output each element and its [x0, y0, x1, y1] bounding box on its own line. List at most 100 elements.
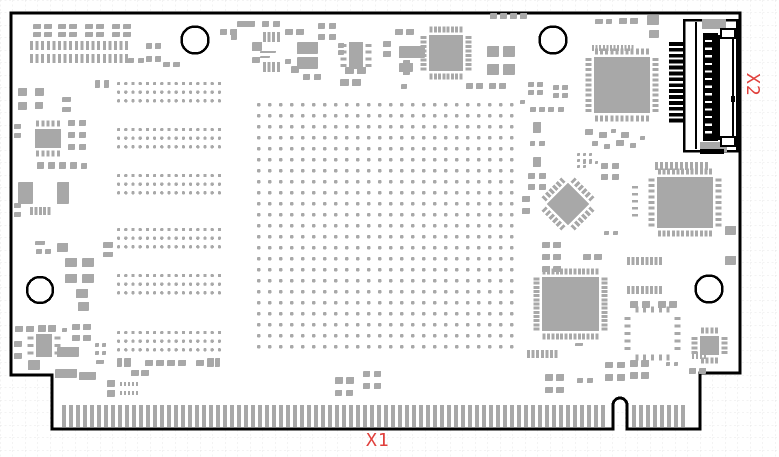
via-dot — [203, 236, 207, 240]
chip-pin — [340, 43, 347, 47]
component-pad — [231, 34, 237, 40]
via-dot — [257, 180, 261, 184]
via-dot — [488, 114, 492, 118]
via-dot — [117, 145, 121, 149]
via-dot — [174, 228, 178, 232]
via-dot — [138, 282, 142, 286]
via-dot — [301, 290, 305, 294]
via-dot — [117, 174, 121, 178]
via-dot — [444, 334, 448, 338]
via-dot — [345, 169, 349, 173]
via-dot — [181, 145, 185, 149]
via-dot — [389, 290, 393, 294]
connector-pin-tooth — [669, 83, 684, 88]
component-pad — [207, 358, 214, 367]
component-pad — [641, 360, 649, 367]
edge-finger — [370, 405, 374, 427]
pin-pad — [114, 54, 117, 63]
chip-pin — [545, 191, 552, 198]
via-dot — [466, 125, 470, 129]
pin-pad — [645, 286, 649, 294]
via-dot — [167, 236, 171, 240]
via-dot — [217, 99, 221, 103]
via-dot — [312, 345, 316, 349]
via-dot — [138, 348, 142, 352]
via-dot — [433, 224, 437, 228]
chip-pin — [721, 336, 728, 340]
component-pad — [28, 360, 40, 370]
via-dot — [433, 268, 437, 272]
via-dot — [334, 191, 338, 195]
via-dot — [203, 99, 207, 103]
via-dot — [411, 213, 415, 217]
via-dot — [290, 136, 294, 140]
via-dot — [203, 128, 207, 132]
via-dot — [268, 224, 272, 228]
chip-pin — [438, 73, 442, 80]
component-pad — [613, 231, 618, 235]
via-dot — [312, 312, 316, 316]
via-dot — [422, 213, 426, 217]
via-dot — [131, 331, 135, 335]
via-dot — [356, 136, 360, 140]
via-dot — [160, 128, 164, 132]
chip-pin — [586, 333, 590, 340]
chip-pin — [648, 206, 655, 210]
via-dot — [510, 345, 514, 349]
pin-pad — [660, 162, 663, 170]
via-dot — [181, 174, 185, 178]
via-dot — [131, 274, 135, 278]
component-pad — [59, 162, 66, 169]
component-pad — [103, 242, 113, 248]
chip-pin — [56, 150, 60, 157]
via-dot — [189, 99, 193, 103]
via-dot — [312, 323, 316, 327]
chip-pin — [569, 268, 572, 275]
via-dot — [345, 125, 349, 129]
via-dot — [378, 158, 382, 162]
chip-pin — [676, 168, 680, 175]
via-dot — [356, 290, 360, 294]
chip-pin — [610, 115, 614, 122]
via-dot — [189, 245, 193, 249]
via-dot — [400, 103, 404, 107]
via-dot — [312, 114, 316, 118]
edge-finger — [482, 405, 486, 427]
via-dot — [196, 136, 200, 140]
mounting-hole — [694, 274, 724, 304]
edge-finger — [279, 405, 283, 427]
chip-pin — [548, 188, 555, 195]
component-pad — [65, 274, 77, 283]
via-dot — [290, 213, 294, 217]
component-pad — [96, 360, 104, 364]
via-dot — [488, 246, 492, 250]
edge-finger — [660, 405, 664, 427]
edge-finger — [118, 405, 122, 427]
pin-pad — [108, 41, 112, 50]
component-pad — [141, 370, 149, 376]
via-dot — [433, 213, 437, 217]
via-dot — [400, 158, 404, 162]
via-dot — [367, 147, 371, 151]
via-dot — [389, 169, 393, 173]
via-dot — [345, 345, 349, 349]
chip-pin — [652, 88, 659, 92]
component-pad — [669, 301, 677, 308]
via-dot — [499, 191, 503, 195]
component-pad — [553, 93, 559, 98]
pin-pad — [52, 41, 56, 50]
via-dot — [455, 213, 459, 217]
via-dot — [257, 301, 261, 305]
pin-pad — [690, 162, 693, 170]
edge-finger — [111, 405, 115, 427]
component-pad — [303, 74, 310, 80]
edge-finger — [363, 405, 367, 427]
via-dot — [433, 191, 437, 195]
via-dot — [455, 268, 459, 272]
pin-pad — [636, 286, 640, 294]
via-dot — [400, 213, 404, 217]
via-dot — [268, 334, 272, 338]
via-dot — [117, 128, 121, 132]
pin-pad — [46, 54, 50, 63]
edge-finger — [573, 405, 577, 427]
